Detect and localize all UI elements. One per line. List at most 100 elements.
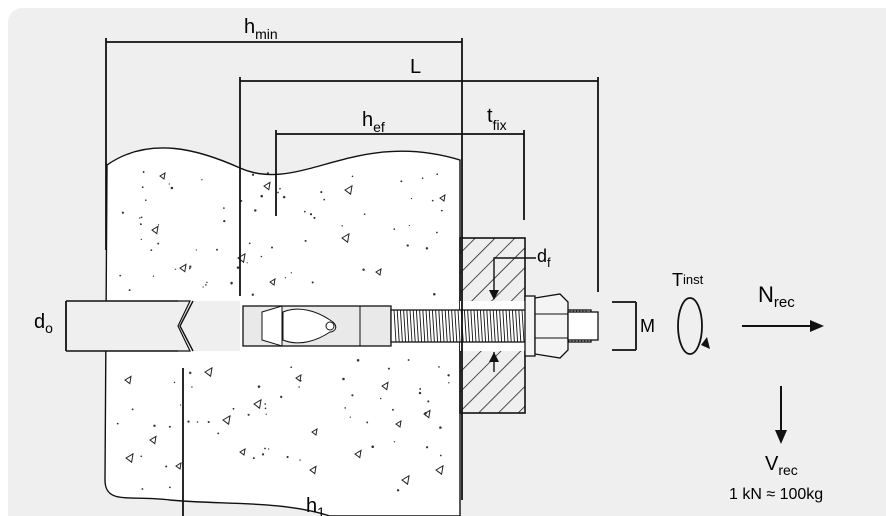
label-l: L <box>410 56 421 78</box>
thread-line <box>470 309 474 343</box>
aggregate-triangle <box>401 474 410 486</box>
aggregate-dot <box>371 445 374 448</box>
aggregate-dot <box>351 175 354 178</box>
thread-line <box>476 309 480 343</box>
aggregate-dot <box>173 381 176 384</box>
aggregate-triangle <box>341 232 350 244</box>
aggregate-dot <box>206 281 208 284</box>
aggregate-dot <box>260 194 263 198</box>
aggregate-dot <box>264 407 267 410</box>
aggregate-dot <box>247 413 250 416</box>
dimension-lines <box>65 38 637 516</box>
thread-line <box>415 309 419 343</box>
aggregate-dot <box>320 191 323 194</box>
aggregate-dot <box>418 391 422 395</box>
label-h-ef: hef <box>362 109 385 135</box>
thread-line <box>428 309 432 343</box>
aggregate-dot <box>196 421 199 423</box>
aggregate-dot <box>393 441 396 443</box>
aggregate-dot <box>303 210 306 213</box>
thread-line <box>412 309 416 343</box>
aggregate-triangle <box>269 278 276 286</box>
thread-line <box>435 309 439 343</box>
aggregate-dot <box>342 377 345 381</box>
thread-line <box>457 309 461 343</box>
aggregate-dot <box>438 366 440 368</box>
thread-line <box>399 309 403 343</box>
thread-line <box>473 309 477 343</box>
aggregate-dot <box>284 277 287 279</box>
aggregate-dot <box>144 199 147 202</box>
thread-line <box>438 309 442 343</box>
thread-line <box>409 309 413 343</box>
aggregate-triangle <box>204 366 213 378</box>
aggregate-dot <box>424 411 427 415</box>
aggregate-dot <box>323 198 326 201</box>
thread-line <box>515 309 519 343</box>
thread-line <box>393 309 397 343</box>
df-arrow-top <box>489 290 499 300</box>
aggregate-dot <box>216 248 218 251</box>
thread-line <box>422 309 426 343</box>
thread-line <box>502 309 506 343</box>
aggregate-dot <box>201 179 203 181</box>
aggregate-dot <box>119 274 122 277</box>
thread-line <box>479 309 483 343</box>
thread-line <box>403 309 407 343</box>
aggregate-dot <box>152 275 155 277</box>
label-t-fix: tfix <box>487 105 507 133</box>
aggregate-dot <box>257 385 261 388</box>
aggregate-dot <box>168 486 171 489</box>
thread-line <box>518 309 522 343</box>
aggregate-dot <box>254 209 257 212</box>
aggregate-dot <box>207 420 210 424</box>
aggregate-dot <box>116 422 119 425</box>
thread-line <box>486 309 490 343</box>
aggregate-dot <box>419 387 422 390</box>
label-t-inst: Tinst <box>672 270 704 290</box>
aggregate-dot <box>421 177 424 180</box>
aggregate-dot <box>188 371 192 375</box>
aggregate-dot <box>153 424 156 428</box>
shear-load-arrow <box>775 386 787 444</box>
aggregate-dot <box>362 268 365 271</box>
thread-line <box>505 309 509 343</box>
aggregate-triangle <box>151 225 159 235</box>
aggregate-dot <box>408 224 410 227</box>
aggregate-dot <box>393 228 396 230</box>
aggregate-dot <box>170 186 174 190</box>
aggregate-triangle <box>354 449 362 459</box>
aggregate-dot <box>246 262 248 264</box>
aggregate-dot <box>195 249 197 251</box>
aggregate-dot <box>232 407 235 410</box>
aggregate-dot <box>366 421 369 424</box>
aggregate-dot <box>217 432 220 435</box>
aggregate-dot <box>267 448 270 450</box>
aggregate-dot <box>396 489 400 492</box>
aggregate-triangle <box>222 414 231 426</box>
aggregate-dot <box>349 416 351 418</box>
aggregate-dot <box>179 404 182 406</box>
aggregate-triangle <box>375 268 382 276</box>
aggregate-triangle <box>149 435 157 445</box>
thread-line <box>419 309 423 343</box>
aggregate-dot <box>407 359 410 361</box>
aggregate-triangle <box>124 375 132 385</box>
aggregate-dot <box>260 255 263 258</box>
thread-line <box>454 309 458 343</box>
aggregate-dot <box>299 379 302 382</box>
aggregate-dot <box>270 246 274 249</box>
torque-symbol <box>677 297 710 355</box>
aggregate-triangle <box>295 374 302 382</box>
aggregate-dot <box>433 293 436 296</box>
aggregate-dot <box>363 213 366 215</box>
aggregate-dot <box>341 225 343 227</box>
aggregate-dot <box>447 374 450 377</box>
aggregate-dot <box>140 216 143 219</box>
aggregate-dot <box>286 455 289 459</box>
aggregate-dot <box>223 207 225 209</box>
aggregate-triangle <box>175 462 182 470</box>
aggregate-dot <box>157 224 160 226</box>
